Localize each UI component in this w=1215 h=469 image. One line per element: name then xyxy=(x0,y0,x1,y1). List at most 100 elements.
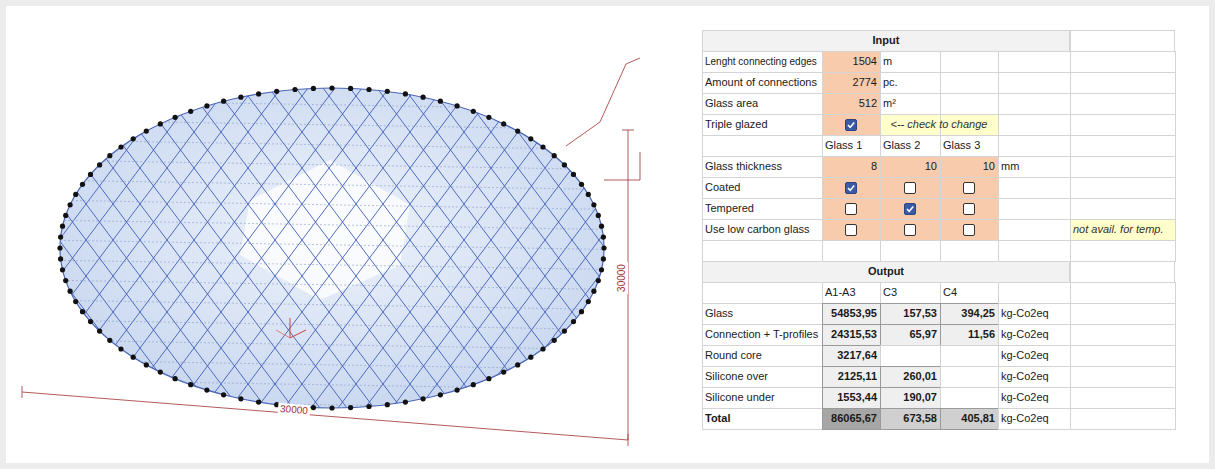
grid-line xyxy=(40,340,640,350)
grid-line xyxy=(0,60,101,440)
support-dot xyxy=(311,405,316,410)
grid-line xyxy=(0,60,5,440)
support-dot xyxy=(173,115,178,120)
support-dot xyxy=(131,136,136,141)
grid-line xyxy=(98,60,383,440)
input-value: 1504 xyxy=(822,51,880,72)
support-dot xyxy=(311,86,316,91)
table-cell xyxy=(940,345,999,367)
row-label: Lenght connecting edges xyxy=(702,51,822,72)
table-cell xyxy=(702,135,823,157)
row-label: Glass area xyxy=(702,93,822,114)
support-dot xyxy=(274,89,279,94)
table-cell xyxy=(1070,303,1176,325)
table-cell xyxy=(1070,135,1176,157)
table-cell xyxy=(822,240,881,262)
grid-line xyxy=(0,60,20,440)
grid-line xyxy=(233,60,518,440)
support-dot xyxy=(385,402,390,407)
support-dot xyxy=(348,86,353,91)
support-dot xyxy=(80,309,85,314)
unit: kg-Co2eq xyxy=(998,366,1070,387)
support-dot xyxy=(455,388,460,393)
grid-line xyxy=(125,60,410,440)
grid-line xyxy=(395,60,680,440)
grid-line xyxy=(40,60,640,70)
table-cell xyxy=(998,51,1071,73)
support-dot xyxy=(562,162,567,167)
grid-line xyxy=(40,160,640,170)
grid-line xyxy=(40,260,640,270)
table-cell xyxy=(702,240,823,262)
support-dot xyxy=(144,129,149,134)
grid-line xyxy=(5,60,290,440)
grid-line xyxy=(275,60,560,440)
unit: m² xyxy=(880,93,940,114)
support-dot xyxy=(403,400,408,405)
table-cell xyxy=(1070,156,1176,178)
check-mark xyxy=(905,204,915,214)
support-dot xyxy=(455,103,460,108)
output-value: 3217,64 xyxy=(822,345,880,366)
grid-line xyxy=(40,400,640,410)
dimension-lines xyxy=(22,58,640,446)
support-dot xyxy=(238,95,243,100)
support-dot xyxy=(421,95,426,100)
checkbox xyxy=(845,182,857,194)
grid-line xyxy=(0,60,182,440)
grid-line xyxy=(383,60,668,440)
grid-line xyxy=(665,60,700,440)
support-dot xyxy=(68,289,73,294)
grid-line xyxy=(152,60,437,440)
grid-line xyxy=(449,60,700,440)
grid-line xyxy=(40,220,640,230)
checkbox xyxy=(963,203,975,215)
grid-line xyxy=(40,120,640,130)
support-dot xyxy=(256,91,261,96)
grid-line xyxy=(0,60,32,440)
grid-line xyxy=(599,60,700,440)
table-cell xyxy=(940,93,999,115)
checkbox xyxy=(963,224,975,236)
checkbox xyxy=(904,182,916,194)
grid-line xyxy=(0,60,194,440)
grid-line xyxy=(518,60,700,440)
grid-line xyxy=(0,60,221,440)
table-cell xyxy=(1070,324,1176,346)
support-dot xyxy=(144,362,149,367)
grid-line xyxy=(476,60,700,440)
support-dot xyxy=(571,172,576,177)
dome-illustration xyxy=(0,0,700,469)
grid-line xyxy=(40,360,640,370)
table-cell xyxy=(998,93,1071,115)
grid-line xyxy=(692,60,700,440)
input-value: 2774 xyxy=(822,72,880,93)
support-dot xyxy=(471,109,476,114)
support-dot xyxy=(97,162,102,167)
column-header: C3 xyxy=(880,282,940,303)
checkbox xyxy=(904,224,916,236)
column-header: Glass 2 xyxy=(880,135,940,156)
grid-line xyxy=(40,240,640,250)
support-dot xyxy=(348,405,353,410)
table-cell xyxy=(1070,51,1176,73)
support-dot xyxy=(438,392,443,397)
table-cell xyxy=(1070,114,1176,136)
section-header: Input xyxy=(702,30,1070,51)
support-dot xyxy=(173,376,178,381)
grid-line xyxy=(530,60,700,440)
table-cell xyxy=(1070,345,1176,367)
support-dot xyxy=(599,224,604,229)
support-dot xyxy=(591,289,596,294)
unit: kg-Co2eq xyxy=(998,324,1070,345)
grid-line xyxy=(0,60,209,440)
support-dot xyxy=(57,245,62,250)
grid-line xyxy=(680,60,700,440)
unit: pc. xyxy=(880,72,940,93)
column-header: A1-A3 xyxy=(822,282,880,303)
grid-line xyxy=(410,60,695,440)
table-cell xyxy=(1070,282,1176,304)
table-cell xyxy=(998,198,1071,220)
note: <-- check to change xyxy=(880,114,998,135)
support-dot xyxy=(60,224,65,229)
